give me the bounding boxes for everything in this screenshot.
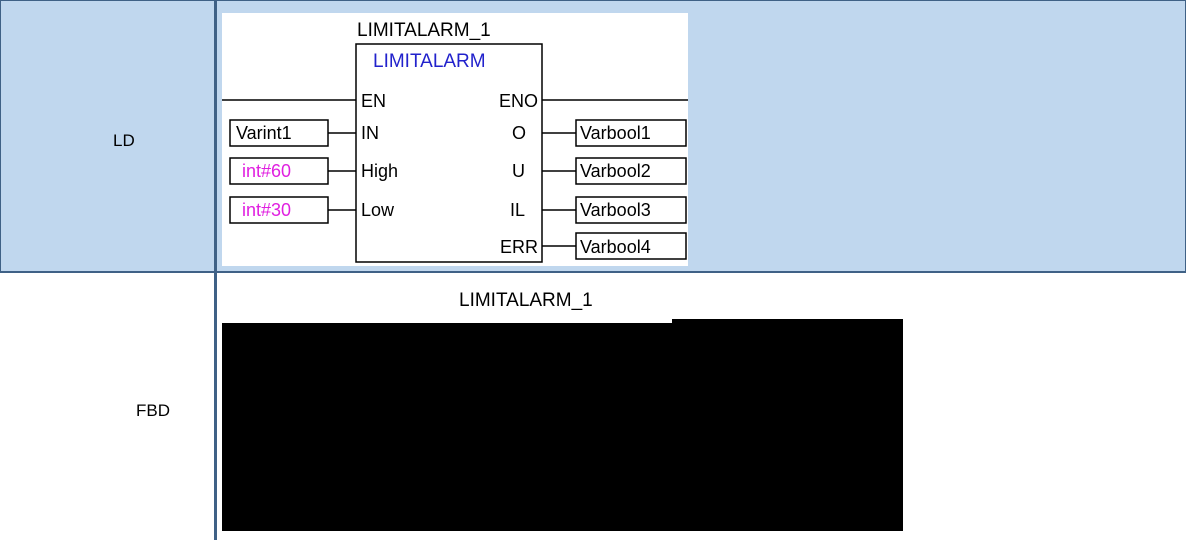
language-label-fbd: FBD: [136, 401, 170, 420]
pin-low: Low: [361, 200, 395, 220]
fbd-redacted-area-top: [672, 319, 903, 324]
function-block: [355, 43, 543, 263]
output-var-u: Varbool2: [580, 161, 651, 181]
output-var-box-o: [575, 119, 687, 147]
ld-diagram: LIMITALARM_1 LIMITALARM EN IN High Low E…: [222, 13, 688, 266]
output-var-il: Varbool3: [580, 200, 651, 220]
table-border-left: [0, 0, 1, 271]
pin-en: EN: [361, 91, 386, 111]
pin-in: IN: [361, 123, 379, 143]
column-divider: [214, 0, 217, 540]
output-var-box-u: [575, 157, 687, 185]
output-var-err: Varbool4: [580, 237, 651, 257]
fbd-redacted-area: [222, 323, 903, 531]
pin-high: High: [361, 161, 398, 181]
output-var-box-err: [575, 232, 687, 260]
pin-err: ERR: [500, 237, 538, 257]
ld-diagram-svg: LIMITALARM_1 LIMITALARM EN IN High Low E…: [222, 20, 688, 263]
pin-eno: ENO: [499, 91, 538, 111]
pin-il: IL: [510, 200, 525, 220]
output-var-box-il: [575, 196, 687, 224]
table-border-top: [0, 0, 1186, 1]
output-var-o: Varbool1: [580, 123, 651, 143]
ld-instance-name: LIMITALARM_1: [357, 20, 491, 41]
pin-u: U: [512, 161, 525, 181]
pin-o: O: [512, 123, 526, 143]
input-var-high: int#60: [242, 161, 291, 181]
input-var-low: int#30: [242, 200, 291, 220]
language-label-ld: LD: [113, 131, 135, 150]
fbd-instance-name: LIMITALARM_1: [459, 290, 593, 311]
ld-block-type: LIMITALARM: [373, 51, 486, 72]
input-var-in: Varint1: [236, 123, 292, 143]
input-var-box-in: [229, 119, 329, 147]
